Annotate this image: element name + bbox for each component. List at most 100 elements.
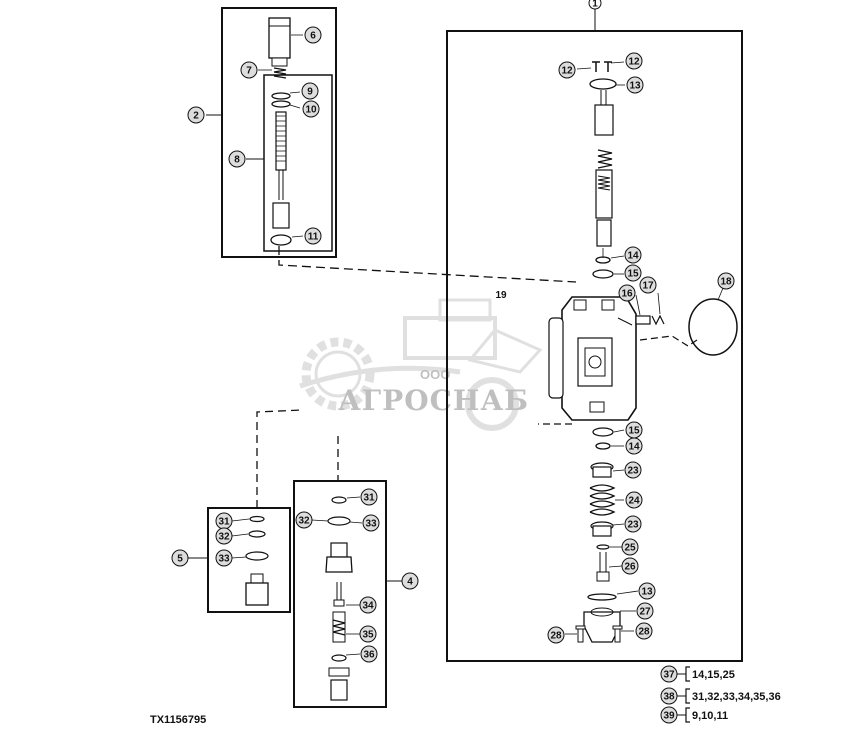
group-4-frame <box>293 480 387 708</box>
callout-14a-label: 14 <box>627 251 639 262</box>
callout-14b-label: 14 <box>628 442 640 453</box>
legend-row-39: 39 9,10,11 <box>660 706 728 724</box>
callout-26-label: 26 <box>624 562 636 573</box>
part-23-retainer-lower <box>590 521 614 537</box>
callout-36: 36 <box>360 645 378 663</box>
callout-9: 9 <box>301 82 319 100</box>
callout-35-label: 35 <box>362 630 374 641</box>
figure-id: TX1156795 <box>150 714 206 726</box>
group-2-frame <box>221 7 337 258</box>
callout-36-label: 36 <box>363 650 375 661</box>
group-8-frame <box>263 74 333 252</box>
watermark-brand: АГРОСНАБ <box>338 384 529 417</box>
callout-11: 11 <box>304 227 322 245</box>
callout-12b-label: 12 <box>628 57 640 68</box>
part-15-ring-upper <box>592 269 614 279</box>
callout-5: 5 <box>171 549 189 567</box>
callout-33b-label: 33 <box>365 519 377 530</box>
callout-34: 34 <box>359 596 377 614</box>
callout-12b: 12 <box>625 52 643 70</box>
assembly-route-line <box>278 246 577 283</box>
callout-33b: 33 <box>362 514 380 532</box>
callout-12a-label: 12 <box>561 66 573 77</box>
callout-32a: 32 <box>215 527 233 545</box>
callout-13a: 13 <box>626 76 644 94</box>
callout-31a: 31 <box>215 512 233 530</box>
callout-15a: 15 <box>624 264 642 282</box>
callout-16-label: 16 <box>621 289 633 300</box>
callout-8-label: 8 <box>234 155 240 166</box>
callout-7: 7 <box>240 61 258 79</box>
callout-31a-label: 31 <box>218 517 230 528</box>
callout-26: 26 <box>621 557 639 575</box>
callout-23b: 23 <box>624 515 642 533</box>
group-4-relief-valve <box>325 542 353 701</box>
callout-32b: 32 <box>295 511 313 529</box>
callout-12a: 12 <box>558 61 576 79</box>
part-6-cap <box>268 17 291 67</box>
callout-1-label: 1 <box>592 0 598 10</box>
callout-28a-label: 28 <box>550 631 562 642</box>
callout-24-label: 24 <box>628 496 640 507</box>
part-28-bolts <box>575 625 623 643</box>
callout-27: 27 <box>636 602 654 620</box>
part-12-screws <box>592 61 612 72</box>
callout-2: 2 <box>187 106 205 124</box>
part-13-gasket <box>587 593 617 601</box>
watermark-company: ООО <box>420 367 450 382</box>
part-16-plug <box>635 315 651 325</box>
callout-17-label: 17 <box>642 281 654 292</box>
callout-13b-label: 13 <box>641 587 653 598</box>
callout-25: 25 <box>621 538 639 556</box>
callout-32a-label: 32 <box>218 532 230 543</box>
callout-23b-label: 23 <box>627 520 639 531</box>
part-26-pin <box>596 552 610 582</box>
callout-16: 16 <box>618 284 636 302</box>
callout-6: 6 <box>304 26 322 44</box>
callout-11-label: 11 <box>308 232 319 243</box>
part-10-ring <box>271 100 291 108</box>
callout-19-label: 19 <box>495 290 507 301</box>
callout-6-label: 6 <box>310 31 316 42</box>
legend-number-37: 37 <box>663 670 675 681</box>
legend-items-37: 14,15,25 <box>692 669 735 681</box>
callout-17: 17 <box>639 276 657 294</box>
callout-14b: 14 <box>625 437 643 455</box>
legend-row-38: 38 31,32,33,34,35,36 <box>660 687 781 705</box>
part-9-ring <box>271 92 291 100</box>
callout-18-label: 18 <box>720 277 732 288</box>
watermark-logo <box>299 298 543 431</box>
callout-28b-label: 28 <box>638 627 650 638</box>
callout-5-label: 5 <box>177 554 183 565</box>
part-18-o-ring <box>688 298 738 356</box>
callout-group: 1 2 4 5 6 7 8 9 10 11 12 12 13 14 15 16 … <box>171 0 735 663</box>
callout-19: 19 <box>495 290 507 301</box>
callout-23a-label: 23 <box>627 466 639 477</box>
legend-items-39: 9,10,11 <box>692 710 728 722</box>
part-11-seal <box>270 234 292 246</box>
callout-15b-label: 15 <box>628 426 640 437</box>
callout-25-label: 25 <box>624 543 636 554</box>
legend-number-38: 38 <box>663 692 675 703</box>
legend-items-38: 31,32,33,34,35,36 <box>692 691 781 703</box>
part-15-ring-lower <box>592 427 614 437</box>
callout-28a: 28 <box>547 626 565 644</box>
callout-24: 24 <box>625 491 643 509</box>
callout-14a: 14 <box>624 246 642 264</box>
callout-15a-label: 15 <box>627 269 639 280</box>
callout-27-label: 27 <box>639 607 651 618</box>
legend: 37 14,15,25 38 31,32,33,34,35,36 39 9,10… <box>660 665 781 724</box>
callout-8: 8 <box>228 150 246 168</box>
callout-32b-label: 32 <box>298 516 310 527</box>
part-14-ring-lower <box>595 442 611 450</box>
callout-13a-label: 13 <box>629 81 641 92</box>
callout-2-label: 2 <box>193 111 199 122</box>
callout-28b: 28 <box>635 622 653 640</box>
callout-31b: 31 <box>360 488 378 506</box>
callout-31b-label: 31 <box>363 493 375 504</box>
part-17-spring <box>651 314 665 326</box>
group-5-frame <box>207 507 291 613</box>
callout-1: 1 <box>588 0 602 10</box>
